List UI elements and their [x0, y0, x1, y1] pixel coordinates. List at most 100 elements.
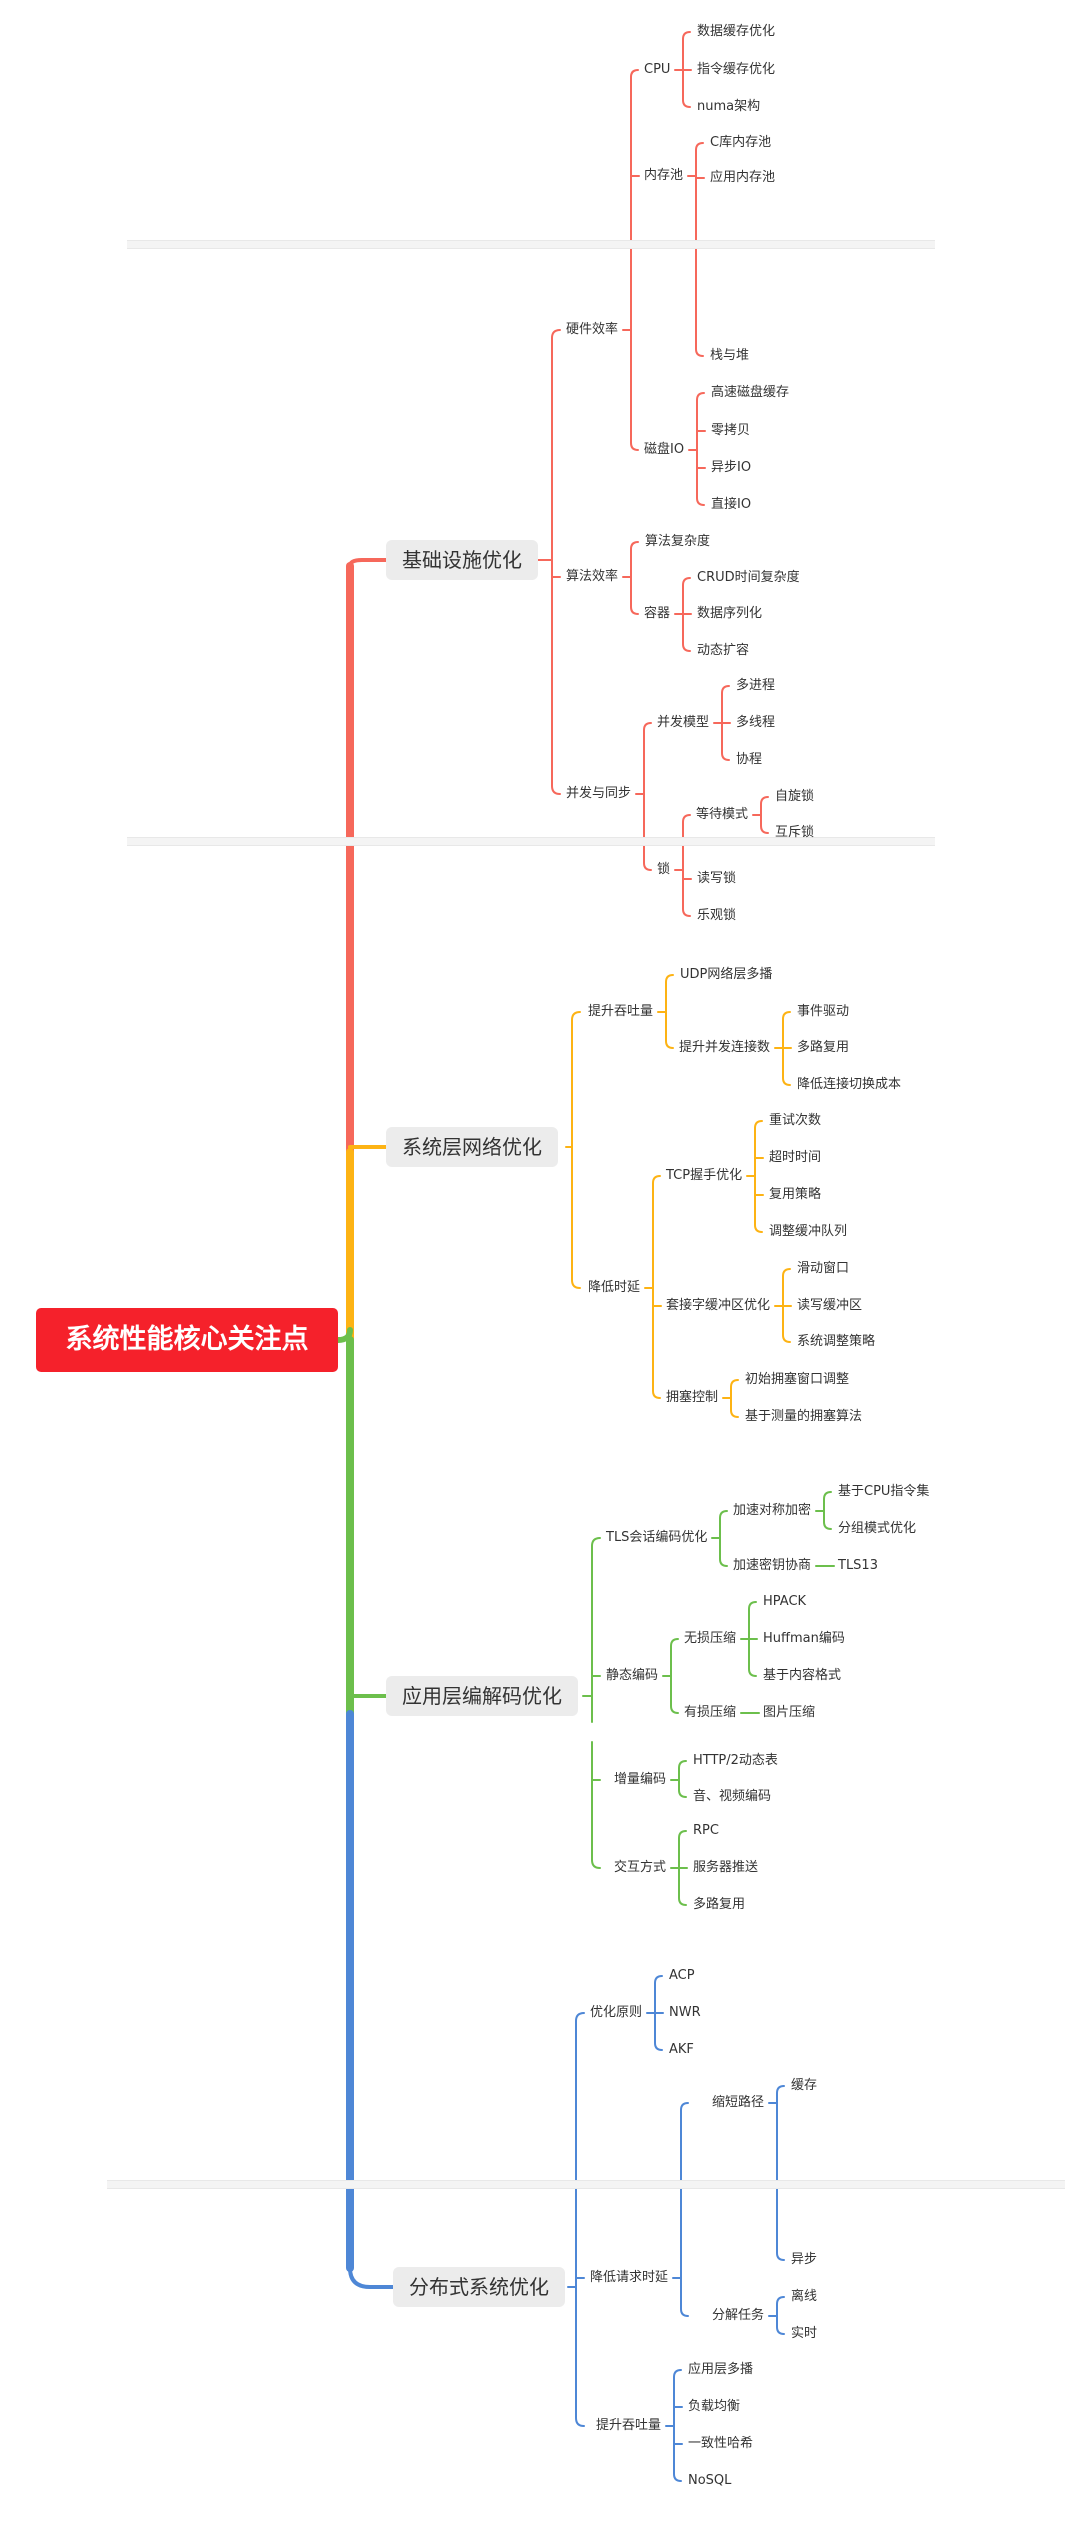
leaf-node[interactable]: 数据缓存优化: [697, 24, 776, 39]
leaf-node[interactable]: numa架构: [697, 99, 761, 114]
leaf-node[interactable]: TLS13: [838, 1558, 878, 1573]
node-interaction[interactable]: 交互方式: [614, 1860, 667, 1875]
leaf-node[interactable]: NoSQL: [688, 2473, 732, 2488]
branch-infrastructure[interactable]: 基础设施优化: [386, 540, 538, 580]
leaf-node[interactable]: 负载均衡: [688, 2399, 741, 2414]
connector-line: [730, 1379, 739, 1418]
leaf-node[interactable]: 调整缓冲队列: [769, 1224, 848, 1239]
leaf-node[interactable]: 重试次数: [769, 1113, 822, 1128]
leaf-node[interactable]: 服务器推送: [693, 1860, 759, 1875]
node-cpu[interactable]: CPU: [644, 62, 671, 77]
leaf-node[interactable]: 基于CPU指令集: [838, 1484, 930, 1499]
leaf-node[interactable]: 数据序列化: [697, 606, 763, 621]
leaf-node[interactable]: 初始拥塞窗口调整: [745, 1372, 850, 1387]
node-dist-throughput[interactable]: 提升吞吐量: [596, 2418, 662, 2433]
leaf-node[interactable]: NWR: [669, 2005, 701, 2020]
leaf-node[interactable]: 自旋锁: [775, 789, 815, 804]
leaf-node[interactable]: 音、视频编码: [693, 1789, 772, 1804]
leaf-node[interactable]: ACP: [669, 1968, 695, 1983]
leaf-node[interactable]: 异步IO: [711, 460, 752, 475]
leaf-node[interactable]: 多路复用: [693, 1897, 746, 1912]
node-diskio[interactable]: 磁盘IO: [644, 442, 685, 457]
section-separator: [127, 837, 935, 846]
leaf-node[interactable]: 读写缓冲区: [797, 1298, 863, 1313]
node-lossless[interactable]: 无损压缩: [684, 1631, 737, 1646]
leaf-node[interactable]: 分组模式优化: [838, 1521, 917, 1536]
node-symmetric[interactable]: 加速对称加密: [733, 1503, 812, 1518]
leaf-node[interactable]: 读写锁: [697, 871, 737, 886]
leaf-node[interactable]: 直接IO: [711, 497, 752, 512]
branch-network[interactable]: 系统层网络优化: [386, 1127, 558, 1167]
leaf-node[interactable]: 算法复杂度: [645, 534, 711, 549]
node-reduce-latency[interactable]: 降低请求时延: [590, 2270, 669, 2285]
leaf-node[interactable]: 缓存: [791, 2078, 818, 2093]
leaf-node[interactable]: 指令缓存优化: [697, 62, 776, 77]
leaf-node[interactable]: 一致性哈希: [688, 2436, 754, 2451]
leaf-node[interactable]: 超时时间: [769, 1150, 822, 1165]
leaf-node[interactable]: 基于内容格式: [763, 1668, 842, 1683]
node-algorithm[interactable]: 算法效率: [566, 569, 619, 584]
leaf-node[interactable]: 降低连接切换成本: [797, 1077, 902, 1092]
leaf-node[interactable]: 滑动窗口: [797, 1261, 850, 1276]
connector-line: [776, 2296, 785, 2335]
leaf-node[interactable]: 动态扩容: [697, 643, 750, 658]
node-throughput[interactable]: 提升吞吐量: [588, 1004, 654, 1019]
leaf-node[interactable]: RPC: [693, 1823, 719, 1838]
leaf-node[interactable]: UDP网络层多播: [680, 967, 773, 982]
node-concurrency-model[interactable]: 并发模型: [657, 715, 710, 730]
leaf-node[interactable]: 栈与堆: [710, 348, 750, 363]
leaf-node[interactable]: 应用层多播: [688, 2362, 754, 2377]
connector-line: [630, 69, 639, 451]
leaf-node[interactable]: C库内存池: [710, 135, 772, 150]
node-wait-mode[interactable]: 等待模式: [696, 807, 749, 822]
node-lossy[interactable]: 有损压缩: [684, 1705, 737, 1720]
leaf-node[interactable]: 应用内存池: [710, 170, 776, 185]
leaf-node[interactable]: 乐观锁: [697, 908, 737, 923]
node-socket-buffer[interactable]: 套接字缓冲区优化: [666, 1298, 771, 1313]
node-container[interactable]: 容器: [644, 606, 671, 621]
connector-line: [754, 1120, 763, 1233]
leaf-node[interactable]: 高速磁盘缓存: [711, 385, 790, 400]
connector-line: [696, 392, 705, 506]
node-mempool[interactable]: 内存池: [644, 168, 684, 183]
node-principles[interactable]: 优化原则: [590, 2005, 643, 2020]
leaf-node[interactable]: 事件驱动: [797, 1004, 850, 1019]
node-tcp-handshake[interactable]: TCP握手优化: [666, 1168, 743, 1183]
leaf-node[interactable]: 异步: [791, 2252, 818, 2267]
node-hardware[interactable]: 硬件效率: [566, 322, 619, 337]
leaf-node[interactable]: Huffman编码: [763, 1631, 845, 1646]
node-congestion[interactable]: 拥塞控制: [666, 1390, 719, 1405]
leaf-node[interactable]: CRUD时间复杂度: [697, 570, 800, 585]
node-static-encoding[interactable]: 静态编码: [606, 1668, 659, 1683]
leaf-node[interactable]: HPACK: [763, 1594, 807, 1609]
leaf-node[interactable]: AKF: [669, 2042, 694, 2057]
root-node[interactable]: 系统性能核心关注点: [36, 1308, 338, 1372]
node-incremental[interactable]: 增量编码: [614, 1772, 667, 1787]
leaf-node[interactable]: 系统调整策略: [797, 1334, 876, 1349]
leaf-node[interactable]: 复用策略: [769, 1187, 822, 1202]
leaf-node[interactable]: HTTP/2动态表: [693, 1753, 778, 1768]
leaf-node[interactable]: 多路复用: [797, 1040, 850, 1055]
node-key-exchange[interactable]: 加速密钥协商: [733, 1558, 812, 1573]
leaf-node[interactable]: 协程: [736, 752, 763, 767]
branch-codec[interactable]: 应用层编解码优化: [386, 1676, 578, 1716]
leaf-node[interactable]: 互斥锁: [775, 825, 815, 840]
node-split-task[interactable]: 分解任务: [712, 2308, 765, 2323]
node-concurrent-conn[interactable]: 提升并发连接数: [679, 1040, 771, 1055]
leaf-node[interactable]: 基于测量的拥塞算法: [745, 1409, 863, 1424]
leaf-node[interactable]: 实时: [791, 2326, 818, 2341]
leaf-node[interactable]: 多进程: [736, 678, 776, 693]
branch-distributed[interactable]: 分布式系统优化: [393, 2267, 565, 2307]
connector-line: [348, 558, 388, 568]
connector-line: [695, 142, 704, 357]
leaf-node[interactable]: 图片压缩: [763, 1705, 816, 1720]
node-tls[interactable]: TLS会话编码优化: [606, 1530, 708, 1545]
leaf-node[interactable]: 离线: [791, 2289, 818, 2304]
leaf-node[interactable]: 多线程: [736, 715, 776, 730]
node-lock[interactable]: 锁: [657, 862, 671, 877]
leaf-node[interactable]: 零拷贝: [711, 423, 751, 438]
node-concurrency[interactable]: 并发与同步: [566, 786, 632, 801]
node-latency[interactable]: 降低时延: [588, 1280, 641, 1295]
node-shorten-path[interactable]: 缩短路径: [712, 2095, 765, 2110]
